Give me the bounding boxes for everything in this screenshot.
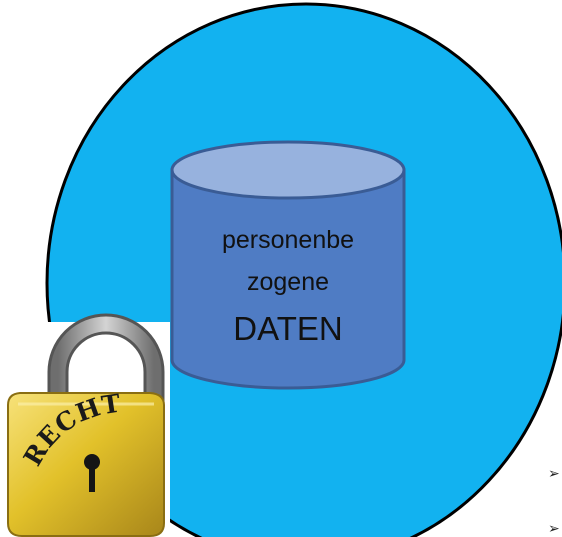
cylinder-label-line-3: DATEN bbox=[233, 310, 343, 347]
cylinder-label-line-1: personenbe bbox=[221, 226, 355, 254]
database-cylinder-icon bbox=[170, 140, 406, 390]
cylinder-label-line-2: zogene bbox=[246, 268, 330, 296]
bullet-marker: ➢ bbox=[548, 521, 560, 537]
bullet-marker: ➢ bbox=[548, 466, 560, 482]
padlock-icon bbox=[7, 313, 165, 537]
